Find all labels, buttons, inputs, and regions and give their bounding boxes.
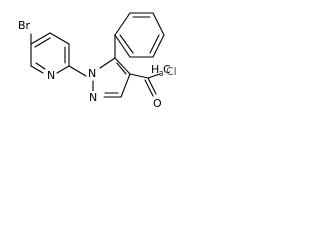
bond-pyr-double-1 [34,37,51,48]
bond-c4-carbonyl [129,73,149,79]
br-label-bg [17,18,35,32]
methyl-h-label: H [151,63,159,76]
n2-label-bg [88,91,99,104]
bond-pz-double-1 [116,62,127,75]
structure-drawing: Br N N N O H 3 C Cl [0,0,206,148]
bond-pyridine-pyrazole [68,65,87,77]
n-pyridine-label-bg [46,69,56,82]
bond-pz-c5-c4 [114,57,131,75]
bond-ph-3-4 [152,12,165,36]
bond-pz-c4-c3 [120,73,131,98]
structure-svg: Br N N N O H 3 C Cl [17,12,177,110]
oxygen-label: O [153,97,162,110]
bond-carbonyl-o-2 [144,79,154,97]
bond-ph-double-3 [119,34,134,54]
pyridine-nitrogen-label: N [47,69,55,82]
bond-pz-n1-c5 [99,57,116,69]
bromine-label: Br [18,19,31,32]
bond-ph-1-2 [114,12,131,36]
methyl-subscript: 3 [159,70,163,78]
bond-carbonyl-cl [147,73,161,79]
pyrazole-n1-label: N [88,67,96,80]
methyl-c-label: C [163,63,171,76]
chlorine-label: Cl [166,65,177,78]
pyridine-ring [30,32,70,74]
bond-carbonyl-o-1 [147,77,157,95]
bond-pyr-c5-c4 [30,32,51,45]
bond-ph-double-2 [149,34,160,54]
pyrazole-ring [92,57,131,98]
n1-label-bg [87,67,98,80]
methyl-label: H 3 C [151,63,171,78]
phenyl-ring [114,12,165,59]
bond-ph-4-5 [152,34,165,58]
o-label-bg [152,97,163,110]
bond-pyr-c2-n [56,65,70,74]
bond-ph-6-1 [114,34,131,58]
bond-pyr-double-3 [35,62,46,70]
bond-pyr-c4-c3 [49,32,70,45]
pyrazole-n2-label: N [89,91,97,104]
bond-pyr-n-c6 [30,65,44,74]
